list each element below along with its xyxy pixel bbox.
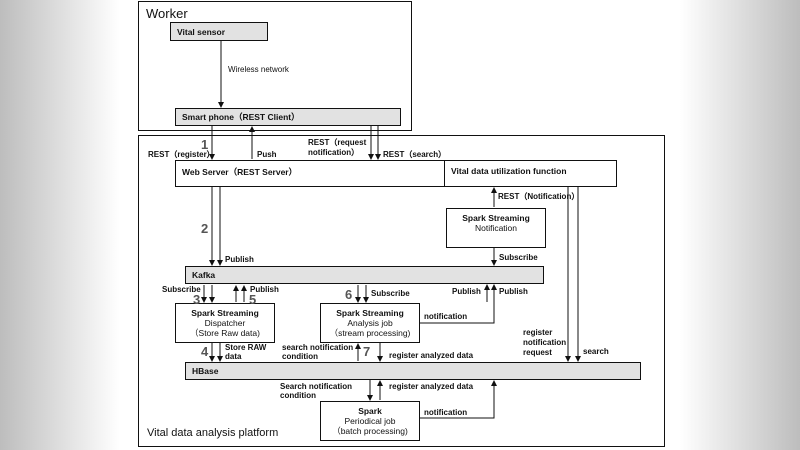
smart-phone-box[interactable]: Smart phone（REST Client） bbox=[175, 108, 401, 126]
step-number-7: 7 bbox=[363, 344, 371, 359]
spark-dispatcher-box[interactable]: Spark Streaming Dispatcher （Store Raw da… bbox=[175, 303, 275, 343]
spark-dispatcher-title: Spark Streaming bbox=[191, 308, 259, 318]
background-fade-left bbox=[0, 0, 120, 450]
spark-periodical-box[interactable]: Spark Periodical job （batch processing) bbox=[320, 401, 420, 441]
label-subscribe-dispatcher: Subscribe bbox=[162, 285, 201, 294]
vital-sensor-box[interactable]: Vital sensor bbox=[170, 22, 268, 41]
label-publish-analysis-b: Publish bbox=[499, 287, 528, 296]
web-server-box[interactable]: Web Server（REST Server） bbox=[175, 160, 445, 187]
label-register-notification-1: register bbox=[523, 328, 553, 337]
label-search-notification-b2: condition bbox=[280, 391, 316, 400]
platform-title: Vital data analysis platform bbox=[147, 427, 279, 439]
label-register-analyzed-2: register analyzed data bbox=[389, 382, 474, 391]
label-search-hbase: search bbox=[583, 347, 609, 356]
spark-notification-title: Spark Streaming bbox=[462, 213, 530, 223]
label-rest-request-notification-1: REST（request bbox=[308, 138, 367, 147]
spark-analysis-line1: Analysis job bbox=[347, 318, 393, 328]
spark-analysis-line2: （stream processing) bbox=[329, 328, 411, 338]
label-subscribe-analysis: Subscribe bbox=[371, 289, 410, 298]
spark-analysis-box[interactable]: Spark Streaming Analysis job （stream pro… bbox=[320, 303, 420, 343]
label-register-notification-3: request bbox=[523, 348, 552, 357]
step-number-1: 1 bbox=[201, 137, 209, 152]
label-rest-notification: REST（Notification） bbox=[498, 192, 580, 201]
label-notification-periodical: notification bbox=[424, 408, 468, 417]
wireless-network-label: Wireless network bbox=[228, 65, 289, 74]
step-number-6: 6 bbox=[345, 287, 353, 302]
vital-function-box[interactable]: Vital data utilization function bbox=[444, 160, 617, 187]
step-number-4: 4 bbox=[201, 344, 209, 359]
step-number-3: 3 bbox=[193, 292, 201, 307]
platform-frame: Vital data analysis platform bbox=[138, 135, 665, 447]
label-publish-dispatcher: Publish bbox=[250, 285, 279, 294]
label-subscribe-notification: Subscribe bbox=[499, 253, 538, 262]
spark-periodical-line2: （batch processing) bbox=[332, 426, 408, 436]
label-publish-kafka: Publish bbox=[225, 255, 254, 264]
label-register-analyzed-1: register analyzed data bbox=[389, 351, 474, 360]
label-push: Push bbox=[257, 150, 277, 159]
label-search-notification-2: condition bbox=[282, 352, 318, 361]
spark-periodical-line1: Periodical job bbox=[344, 416, 396, 426]
label-register-notification-2: notification bbox=[523, 338, 567, 347]
spark-dispatcher-line1: Dispatcher bbox=[204, 318, 246, 328]
spark-notification-line1: Notification bbox=[474, 223, 518, 233]
step-number-2: 2 bbox=[201, 221, 209, 236]
worker-title: Worker bbox=[146, 6, 188, 21]
label-search-notification-1: search notification bbox=[282, 343, 354, 352]
label-rest-register: REST（register） bbox=[148, 150, 215, 159]
step-number-5: 5 bbox=[249, 292, 257, 307]
label-publish-analysis-a: Publish bbox=[452, 287, 481, 296]
label-rest-search: REST（search） bbox=[383, 150, 447, 159]
label-store-raw-2: data bbox=[225, 352, 242, 361]
label-search-notification-b1: Search notification bbox=[280, 382, 353, 391]
background-fade-right bbox=[680, 0, 800, 450]
spark-dispatcher-line2: （Store Raw data) bbox=[190, 328, 260, 338]
spark-notification-box[interactable]: Spark Streaming Notification bbox=[446, 208, 546, 248]
label-rest-request-notification-2: notification） bbox=[308, 148, 360, 157]
spark-periodical-title: Spark bbox=[358, 406, 382, 416]
kafka-box[interactable]: Kafka bbox=[185, 266, 544, 284]
spark-analysis-title: Spark Streaming bbox=[336, 308, 404, 318]
hbase-box[interactable]: HBase bbox=[185, 362, 641, 380]
label-notification-analysis: notification bbox=[424, 312, 468, 321]
label-store-raw-1: Store RAW bbox=[225, 343, 267, 352]
